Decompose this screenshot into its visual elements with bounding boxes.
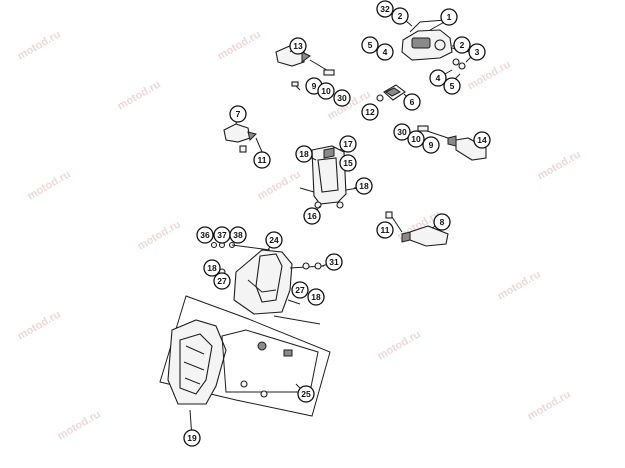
callout-4: 4: [429, 69, 447, 87]
svg-text:12: 12: [365, 107, 375, 117]
svg-text:14: 14: [477, 135, 487, 145]
turn-signal-rear-right: [385, 211, 449, 247]
callout-7: 7: [229, 105, 247, 123]
callout-5: 5: [361, 36, 379, 54]
watermark: motod.ru: [136, 218, 183, 252]
svg-text:38: 38: [233, 230, 243, 240]
watermark: motod.ru: [26, 168, 73, 202]
svg-text:8: 8: [440, 217, 445, 227]
watermark: motod.ru: [526, 388, 573, 422]
callout-30: 30: [333, 89, 351, 107]
callout-14: 14: [473, 131, 491, 149]
watermark: motod.ru: [16, 28, 63, 62]
watermark: motod.ru: [16, 308, 63, 342]
svg-text:25: 25: [301, 389, 311, 399]
callout-18: 18: [307, 288, 325, 306]
headlight-assembly: [159, 295, 331, 417]
svg-text:18: 18: [299, 149, 309, 159]
callout-15: 15: [339, 154, 357, 172]
svg-text:17: 17: [343, 139, 353, 149]
callout-18: 18: [295, 145, 313, 163]
svg-text:31: 31: [329, 257, 339, 267]
callout-37: 37: [213, 226, 231, 244]
watermark: motod.ru: [376, 328, 423, 362]
bracket-part: [376, 84, 406, 102]
svg-text:37: 37: [217, 230, 227, 240]
callout-27: 27: [213, 272, 231, 290]
svg-text:10: 10: [411, 134, 421, 144]
watermark: motod.ru: [256, 168, 303, 202]
callout-10: 10: [407, 130, 425, 148]
svg-text:11: 11: [381, 225, 390, 235]
svg-text:3: 3: [475, 47, 480, 57]
callout-38: 38: [229, 226, 247, 244]
callout-2: 2: [391, 7, 409, 25]
callout-12: 12: [361, 103, 379, 121]
callout-6: 6: [403, 93, 421, 111]
svg-text:30: 30: [397, 127, 407, 137]
watermark: motod.ru: [466, 58, 513, 92]
watermark: motod.ru: [116, 78, 163, 112]
svg-text:7: 7: [236, 109, 241, 119]
callout-2: 2: [453, 36, 471, 54]
callout-25: 25: [297, 385, 315, 403]
callout-11: 11: [376, 221, 394, 239]
svg-text:36: 36: [200, 230, 210, 240]
svg-text:15: 15: [343, 158, 353, 168]
svg-text:6: 6: [410, 97, 415, 107]
callout-30: 30: [393, 123, 411, 141]
callout-9: 9: [422, 136, 440, 154]
svg-text:11: 11: [258, 155, 267, 165]
callout-18: 18: [203, 259, 221, 277]
callout-18: 18: [355, 177, 373, 195]
callout-11: 11: [253, 151, 271, 169]
svg-text:4: 4: [436, 73, 441, 83]
svg-text:24: 24: [269, 235, 279, 245]
svg-text:4: 4: [383, 47, 388, 57]
svg-text:27: 27: [217, 276, 227, 286]
svg-text:5: 5: [450, 81, 455, 91]
svg-text:13: 13: [293, 41, 303, 51]
svg-text:32: 32: [380, 4, 390, 14]
callout-5: 5: [443, 77, 461, 95]
watermark: motod.ru: [216, 28, 263, 62]
svg-text:16: 16: [307, 211, 317, 221]
svg-text:18: 18: [311, 292, 321, 302]
svg-text:30: 30: [337, 93, 347, 103]
headlight-mask: [218, 249, 325, 325]
turn-signal-front-right: [417, 125, 487, 161]
svg-text:2: 2: [460, 40, 465, 50]
callout-19: 19: [183, 429, 201, 447]
turn-signal-rear-left: [223, 123, 263, 153]
svg-text:5: 5: [368, 40, 373, 50]
callout-31: 31: [325, 253, 343, 271]
svg-text:18: 18: [207, 263, 217, 273]
small-fasteners: [210, 241, 271, 251]
svg-text:9: 9: [429, 140, 434, 150]
svg-text:19: 19: [187, 433, 197, 443]
callout-13: 13: [289, 37, 307, 55]
svg-text:9: 9: [312, 81, 317, 91]
watermark: motod.ru: [56, 408, 103, 442]
callout-27: 27: [291, 281, 309, 299]
callout-32: 32: [376, 0, 394, 18]
callout-8: 8: [433, 213, 451, 231]
svg-text:18: 18: [359, 181, 369, 191]
svg-text:2: 2: [398, 11, 403, 21]
svg-text:1: 1: [447, 12, 452, 22]
callout-10: 10: [317, 82, 335, 100]
callout-17: 17: [339, 135, 357, 153]
callout-4: 4: [376, 43, 394, 61]
svg-text:27: 27: [295, 285, 305, 295]
watermark-layer: motod.ru motod.ru motod.ru motod.ru moto…: [16, 28, 583, 442]
callout-36: 36: [196, 226, 214, 244]
callout-24: 24: [265, 231, 283, 249]
svg-text:10: 10: [321, 86, 331, 96]
callout-16: 16: [303, 207, 321, 225]
watermark: motod.ru: [496, 268, 543, 302]
callout-3: 3: [468, 43, 486, 61]
callout-1: 1: [440, 8, 458, 26]
watermark: motod.ru: [536, 148, 583, 182]
